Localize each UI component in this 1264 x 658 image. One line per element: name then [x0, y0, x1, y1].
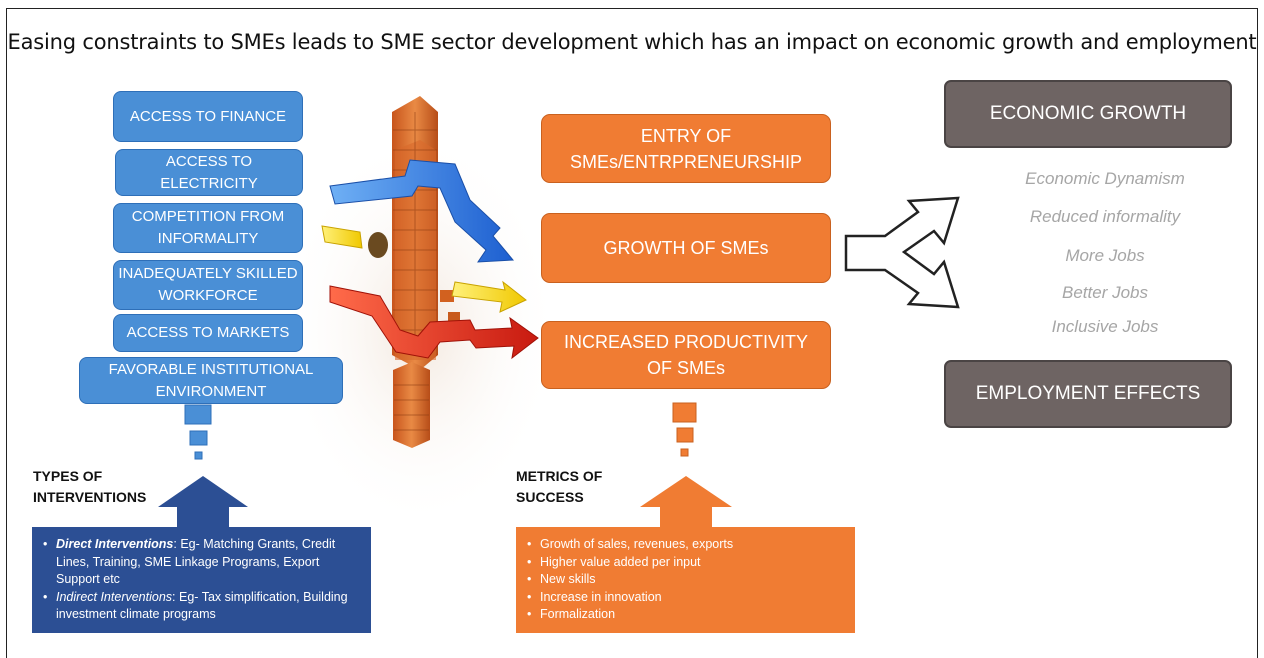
- red-arrow-icon: [329, 285, 539, 360]
- constraint-access-to-markets: ACCESS TO MARKETS: [113, 314, 303, 352]
- outcome-economic-dynamism: Economic Dynamism: [1025, 169, 1185, 188]
- outcome-growth-of-smes: GROWTH OF SMEs: [541, 213, 831, 283]
- metrics-heading: METRICS OF SUCCESS: [516, 468, 603, 505]
- yellow-arrow-left-icon: [321, 225, 363, 249]
- outcome-entry-of-smes: ENTRY OF SMEs/ENTRPRENEURSHIP: [541, 114, 831, 183]
- outcome-reduced-informality: Reduced informality: [1029, 207, 1181, 226]
- impact-employment-effects: EMPLOYMENT EFFECTS: [944, 360, 1232, 428]
- metrics-up-arrow-icon: [640, 476, 732, 530]
- outcome-increased-productivity: INCREASED PRODUCTIVITY OF SMEs: [541, 321, 831, 389]
- constraint-competition-from-informality: COMPETITION FROM INFORMALITY: [113, 203, 303, 253]
- interventions-up-arrow-icon: [158, 476, 248, 530]
- metric-item: Increase in innovation: [527, 589, 847, 607]
- constraint-access-to-electricity: ACCESS TO ELECTRICITY: [115, 149, 303, 196]
- impact-economic-growth: ECONOMIC GROWTH: [944, 80, 1232, 148]
- page-title: Easing constraints to SMEs leads to SME …: [7, 30, 1257, 54]
- metric-item: Formalization: [527, 606, 847, 624]
- interventions-heading: TYPES OF INTERVENTIONS: [33, 468, 147, 505]
- metric-item: New skills: [527, 571, 847, 589]
- metric-item: Higher value added per input: [527, 554, 847, 572]
- blue-bubble-medium: [189, 430, 208, 446]
- outcome-inclusive-jobs: Inclusive Jobs: [1051, 317, 1159, 336]
- orange-bubble-large: [672, 402, 697, 423]
- interventions-panel: Direct Interventions: Eg- Matching Grant…: [32, 527, 371, 633]
- metrics-panel: Growth of sales, revenues, exports Highe…: [516, 527, 855, 633]
- yellow-arrow-right-icon: [451, 280, 527, 313]
- outcome-better-jobs: Better Jobs: [1062, 283, 1148, 302]
- blue-bubble-large: [184, 404, 212, 425]
- constraint-favorable-institutional-environment: FAVORABLE INSTITUTIONAL ENVIRONMENT: [79, 357, 343, 404]
- constraint-inadequately-skilled-workforce: INADEQUATELY SKILLED WORKFORCE: [113, 260, 303, 310]
- slide-frame: [6, 8, 1258, 658]
- blue-arrow-icon: [329, 159, 515, 263]
- branching-arrow-icon: [840, 196, 970, 318]
- outcome-more-jobs: More Jobs: [1065, 246, 1145, 265]
- intervention-direct: Direct Interventions: Eg- Matching Grant…: [43, 536, 363, 589]
- intervention-indirect: Indirect Interventions: Eg- Tax simplifi…: [43, 589, 363, 624]
- orange-bubble-small: [680, 448, 689, 457]
- orange-bubble-medium: [676, 427, 694, 443]
- blue-bubble-small: [194, 451, 203, 460]
- wall-hole-icon: [368, 232, 388, 258]
- constraint-access-to-finance: ACCESS TO FINANCE: [113, 91, 303, 142]
- metric-item: Growth of sales, revenues, exports: [527, 536, 847, 554]
